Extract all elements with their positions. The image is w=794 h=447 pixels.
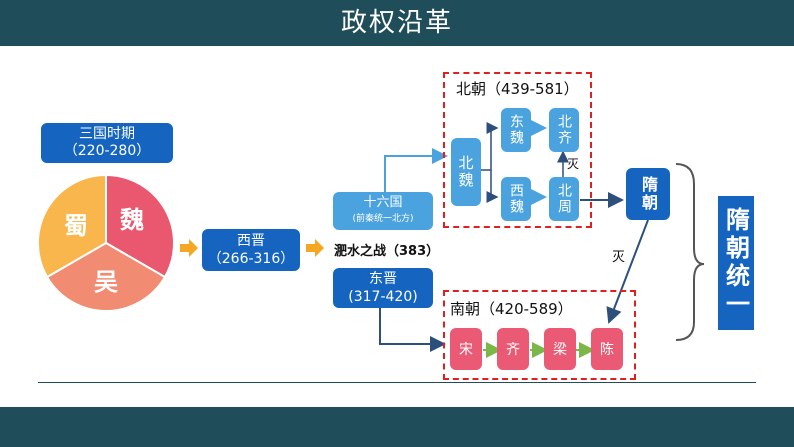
chen-box: 陈 xyxy=(591,328,623,370)
pie-slice-wu xyxy=(45,241,167,312)
sui-unify-box: 隋朝统一 xyxy=(718,196,754,330)
orange-arrow-1 xyxy=(180,239,198,257)
header-bar xyxy=(0,0,794,46)
unify-brace xyxy=(675,163,705,341)
sui-destroy-label: 灭 xyxy=(612,250,626,265)
sui-box: 隋朝 xyxy=(626,168,670,220)
pie-label-wei: 魏 xyxy=(120,206,144,234)
orange-arrow-2 xyxy=(306,239,324,257)
arrow-sixteen-to-beiwei xyxy=(384,148,448,192)
liang-box: 梁 xyxy=(544,328,576,370)
page-title: 政权沿革 xyxy=(340,8,453,38)
footer-bar xyxy=(0,407,794,447)
divider-line xyxy=(38,382,756,383)
southern-dynasties-frame xyxy=(443,290,636,380)
three-kingdoms-title: 三国时期 xyxy=(79,126,135,142)
northern-destroy-label: 灭 xyxy=(567,157,580,171)
pie-label-shu: 蜀 xyxy=(64,212,88,240)
arrow-sui-to-chen xyxy=(606,219,649,324)
arrow-dongjin-to-song xyxy=(379,306,446,352)
northern-dynasties-frame xyxy=(443,72,592,228)
pie-slice-wei xyxy=(105,173,175,279)
pie-slice-shu xyxy=(37,173,107,279)
sixteen-kingdoms-box: 十六国 (前秦统一北方) xyxy=(333,192,433,230)
bei-wei-box: 北魏 xyxy=(451,138,481,206)
eastern-jin-box: 东晋 (317-420) xyxy=(333,268,433,308)
arrow-beiwei-to-dongwei xyxy=(481,122,499,171)
arrow-beiwei-to-xiwei xyxy=(486,170,499,203)
three-kingdoms-box: 三国时期 （220-280） xyxy=(41,123,173,163)
western-jin-box: 西晋 （266-316） xyxy=(202,229,300,271)
western-jin-years: （266-316） xyxy=(207,251,295,267)
sixteen-kingdoms-name: 十六国 xyxy=(363,195,403,210)
pie-label-wu: 吴 xyxy=(94,268,118,296)
sixteen-kingdoms-note: (前秦统一北方) xyxy=(352,214,414,224)
dong-wei-box: 东魏 xyxy=(501,108,531,152)
southern-dynasties-title: 南朝（420-589） xyxy=(450,300,573,318)
northern-dynasties-title: 北朝（439-581） xyxy=(456,80,579,98)
western-jin-name: 西晋 xyxy=(237,233,265,249)
xi-wei-box: 西魏 xyxy=(501,177,531,221)
eastern-jin-years: (317-420) xyxy=(348,289,418,305)
eastern-jin-name: 东晋 xyxy=(369,271,397,287)
three-kingdoms-pie xyxy=(37,173,175,312)
bei-zhou-box: 北周 xyxy=(549,177,579,221)
song-box: 宋 xyxy=(450,328,482,370)
bei-qi-box: 北齐 xyxy=(549,108,579,152)
qi-box: 齐 xyxy=(497,328,529,370)
battle-label: 淝水之战（383） xyxy=(334,244,440,259)
three-kingdoms-years: （220-280） xyxy=(63,143,151,159)
